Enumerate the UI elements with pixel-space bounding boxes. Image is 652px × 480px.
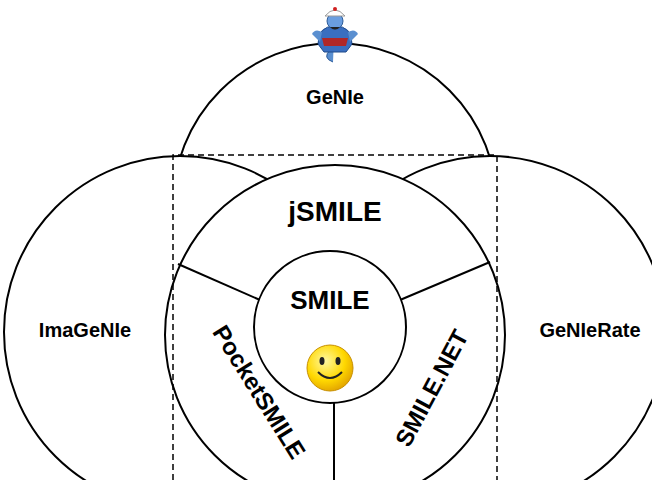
genie-icon — [312, 7, 358, 62]
node-label: ImaGeNIe — [35, 317, 136, 343]
inner-circle — [254, 251, 406, 403]
smiley-icon — [307, 345, 353, 391]
node-label: GeNIeRate — [535, 317, 645, 343]
dashed-box — [173, 155, 497, 480]
node-label: SMILE — [286, 284, 374, 317]
core-circle: SMILE — [286, 284, 374, 317]
ring-segment: jSMILE — [284, 195, 386, 230]
divider-line — [178, 264, 260, 300]
divider-line — [333, 402, 335, 480]
node-label: jSMILE — [284, 195, 386, 230]
product-circle: ImaGeNIe — [35, 317, 136, 343]
node-label: GeNIe — [302, 84, 368, 110]
divider-line — [400, 262, 490, 300]
product-circle: GeNIe — [302, 84, 368, 110]
center-ring — [165, 165, 505, 480]
product-circle: GeNIeRate — [535, 317, 645, 343]
